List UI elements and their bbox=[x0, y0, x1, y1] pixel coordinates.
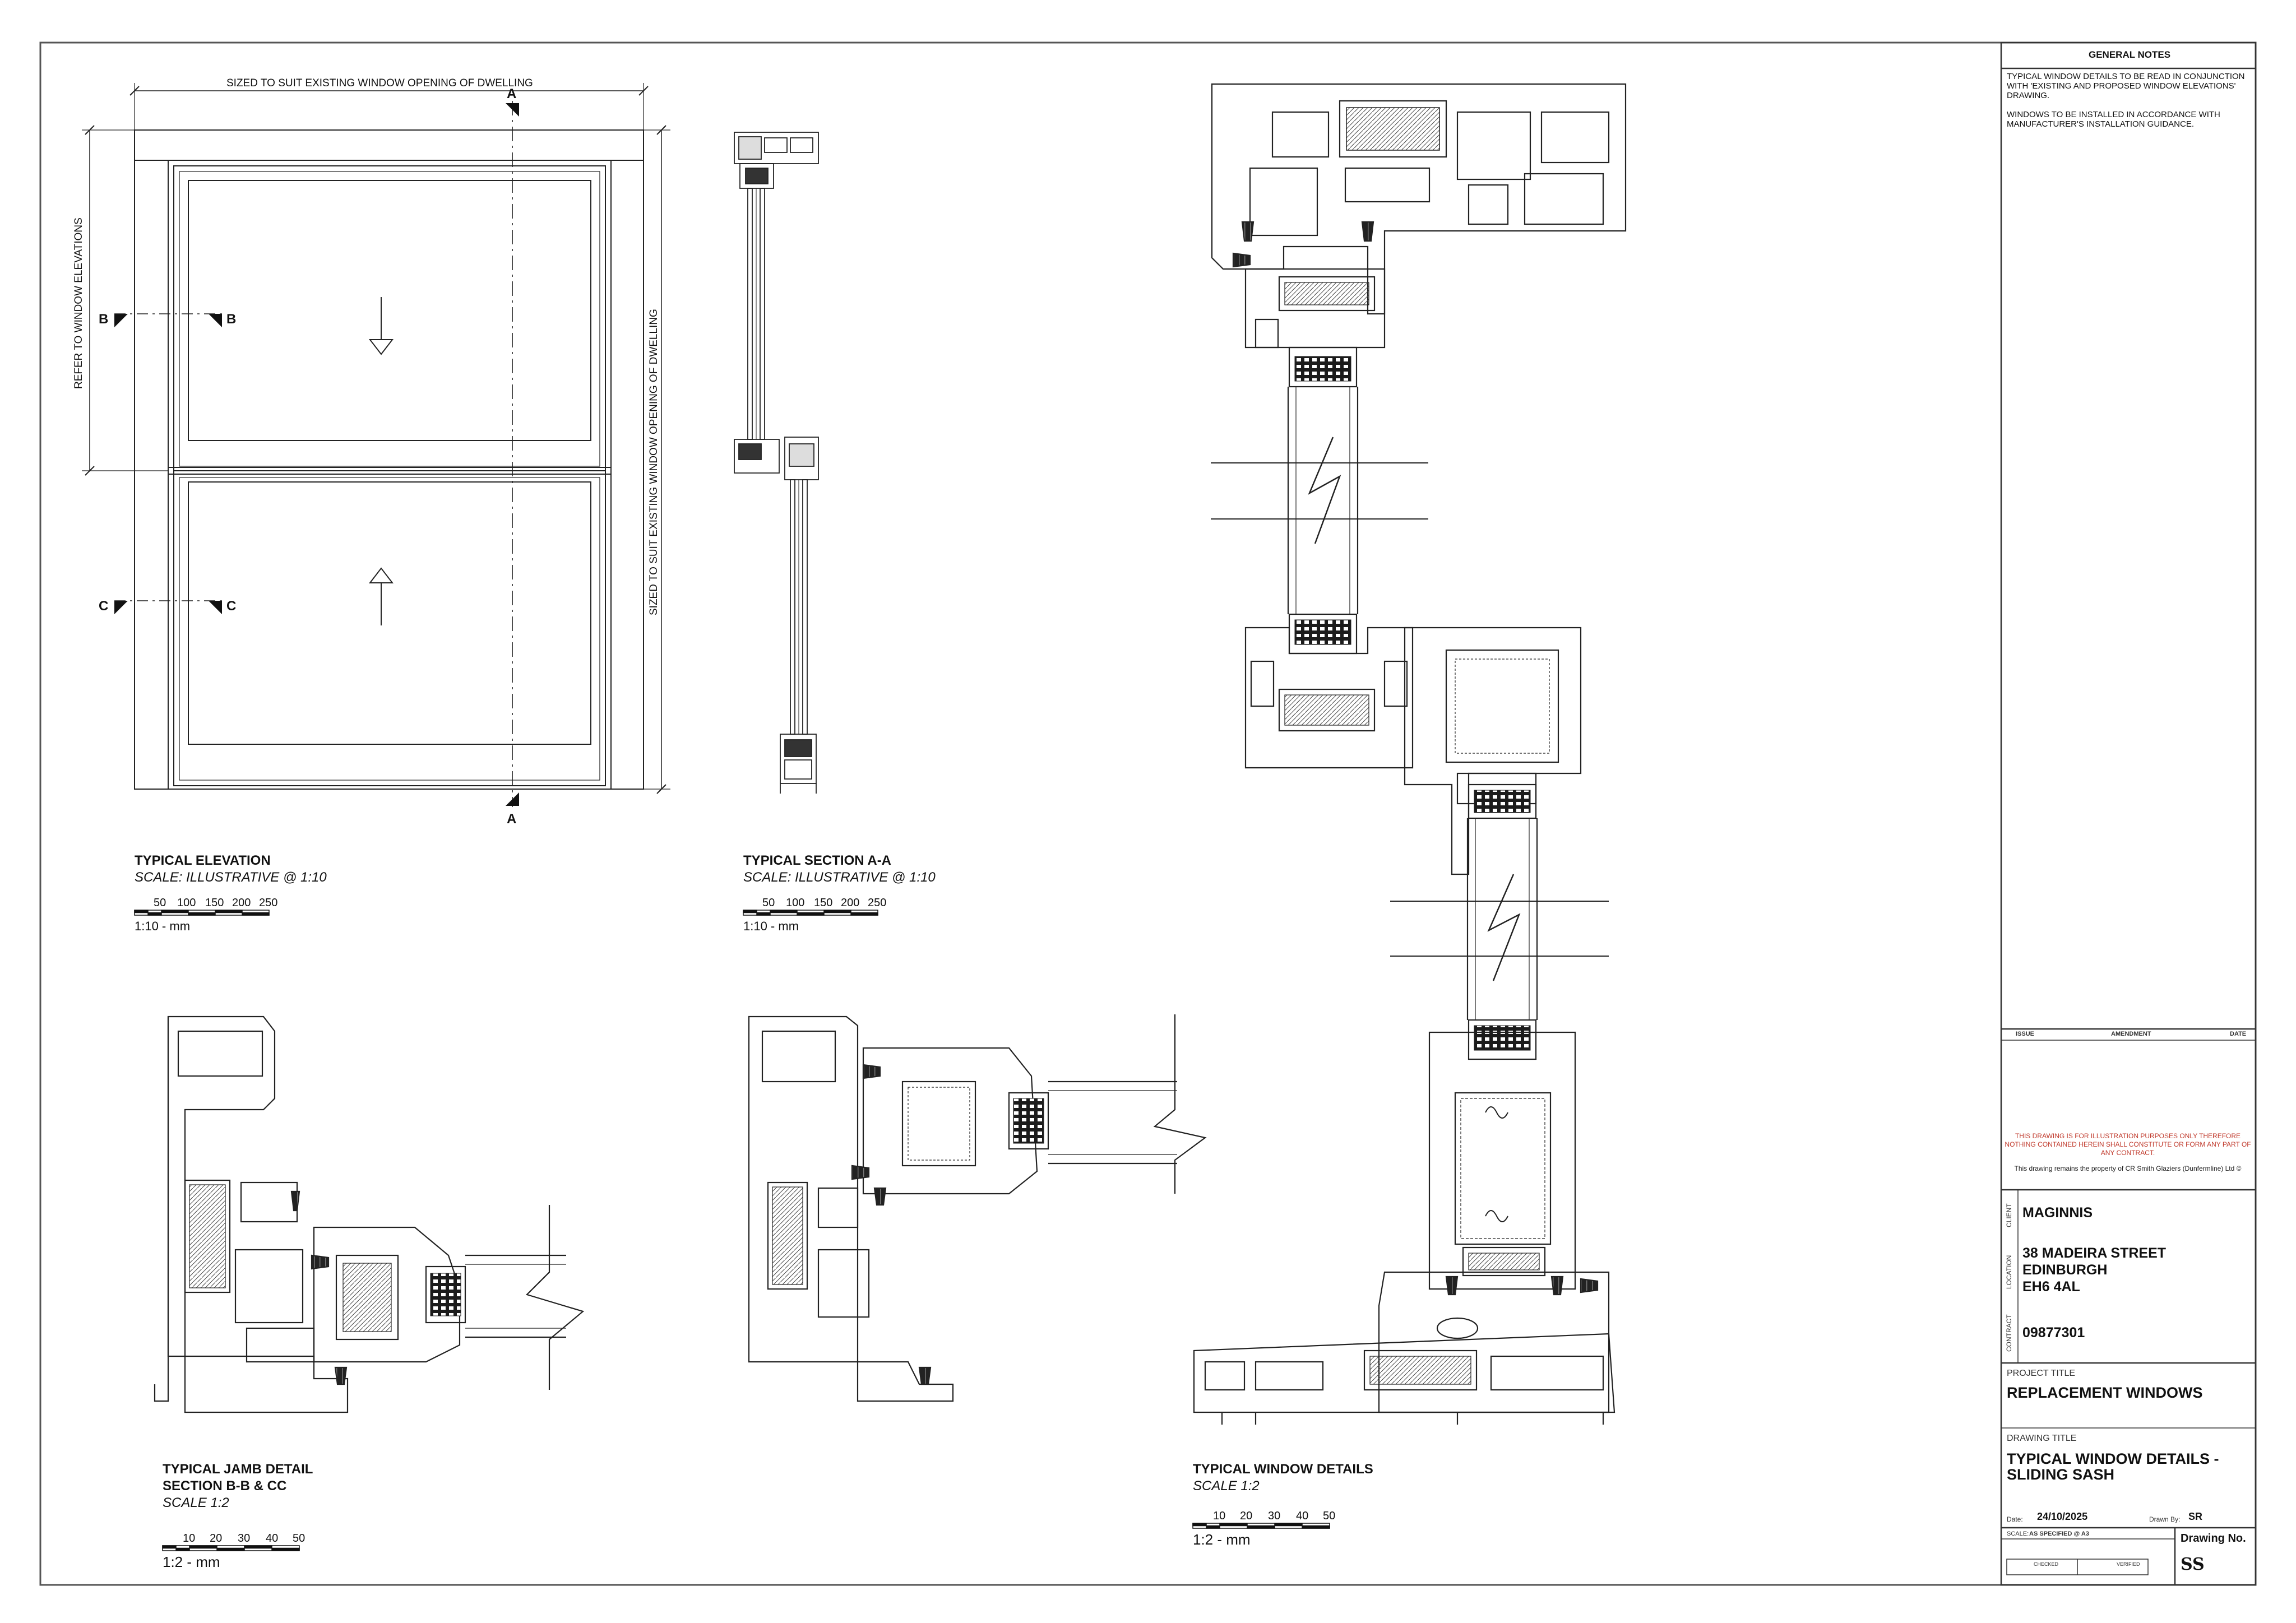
details-caption-title: TYPICAL WINDOW DETAILS bbox=[1193, 1462, 1373, 1477]
scale-unit: 1:10 - mm bbox=[743, 919, 799, 933]
typical-elevation bbox=[82, 83, 670, 807]
scale-label: 40 bbox=[266, 1532, 279, 1545]
scale-label: 50 bbox=[1323, 1510, 1336, 1522]
section-marker-c-left: C bbox=[99, 599, 109, 614]
section-marker-c-right: C bbox=[226, 599, 237, 614]
general-note-1: TYPICAL WINDOW DETAILS TO BE READ IN CON… bbox=[2007, 72, 2245, 100]
left-dimension-label: REFER TO WINDOW ELEVATIONS bbox=[73, 217, 85, 389]
details-caption-scale: SCALE 1:2 bbox=[1193, 1478, 1260, 1494]
sheet-border bbox=[39, 41, 2257, 1586]
typical-section-aa bbox=[734, 132, 819, 794]
top-dimension-label: SIZED TO SUIT EXISTING WINDOW OPENING OF… bbox=[226, 77, 533, 89]
scale-label: 50 bbox=[154, 897, 166, 909]
date-column-header: DATE bbox=[2230, 1031, 2247, 1037]
jamb-caption-title: TYPICAL JAMB DETAIL bbox=[163, 1462, 313, 1477]
issue-column-header: ISSUE bbox=[2016, 1031, 2035, 1037]
amendment-column-header: AMENDMENT bbox=[2111, 1031, 2151, 1037]
scale-unit: 1:2 - mm bbox=[163, 1554, 220, 1570]
drawing-date: 24/10/2025 bbox=[2037, 1511, 2088, 1522]
general-notes-heading: GENERAL NOTES bbox=[2089, 49, 2171, 60]
drawing-number-label: Drawing No. bbox=[2181, 1532, 2246, 1545]
scale-label: 10 bbox=[183, 1532, 196, 1545]
scale-label: 250 bbox=[259, 897, 278, 909]
title-block bbox=[2000, 41, 2257, 1586]
scale-label: 20 bbox=[210, 1532, 223, 1545]
typical-window-details bbox=[1193, 83, 1627, 1425]
client-name: MAGINNIS bbox=[2022, 1205, 2093, 1221]
disclaimer-text: THIS DRAWING IS FOR ILLUSTRATION PURPOSE… bbox=[2005, 1132, 2251, 1157]
project-title-label: PROJECT TITLE bbox=[2007, 1369, 2076, 1378]
scale-label: 50 bbox=[293, 1532, 305, 1545]
section-marker-a-top: A bbox=[507, 86, 517, 101]
project-title: REPLACEMENT WINDOWS bbox=[2007, 1384, 2203, 1401]
section-marker-a-bottom: A bbox=[507, 812, 517, 827]
scale-label: 100 bbox=[786, 897, 805, 909]
scale-label: 150 bbox=[814, 897, 833, 909]
drawing-title-line-2: SLIDING SASH bbox=[2007, 1466, 2115, 1483]
section-marker-b-left: B bbox=[99, 312, 109, 327]
scale-label: 30 bbox=[1268, 1510, 1281, 1522]
scale-unit: 1:10 - mm bbox=[135, 919, 191, 933]
verified-label: VERIFIED bbox=[2117, 1561, 2140, 1567]
scale-label: 50 bbox=[762, 897, 775, 909]
client-label: CLIENT bbox=[2005, 1203, 2013, 1227]
general-note-2: WINDOWS TO BE INSTALLED IN ACCORDANCE WI… bbox=[2007, 110, 2220, 129]
scale-label: 200 bbox=[841, 897, 860, 909]
drawn-by: SR bbox=[2188, 1511, 2203, 1522]
scale-label: 20 bbox=[1240, 1510, 1253, 1522]
drawn-by-label: Drawn By: bbox=[2149, 1515, 2181, 1523]
scale-label: 30 bbox=[238, 1532, 251, 1545]
typical-jamb-detail bbox=[154, 1015, 585, 1413]
scale-label: 200 bbox=[232, 897, 251, 909]
scale-label: SCALE: bbox=[2007, 1531, 2029, 1537]
scale-unit: 1:2 - mm bbox=[1193, 1531, 1251, 1548]
middle-jamb-detail bbox=[748, 1014, 1207, 1402]
scale-value: AS SPECIFIED @ A3 bbox=[2029, 1531, 2089, 1537]
scale-label: 150 bbox=[205, 897, 224, 909]
scale-label: 10 bbox=[1213, 1510, 1226, 1522]
scale-label: 250 bbox=[868, 897, 887, 909]
jamb-caption-scale: SCALE 1:2 bbox=[163, 1495, 229, 1510]
elevation-caption-scale: SCALE: ILLUSTRATIVE @ 1:10 bbox=[135, 870, 327, 885]
jamb-caption-subtitle: SECTION B-B & CC bbox=[163, 1478, 287, 1494]
elevation-caption-title: TYPICAL ELEVATION bbox=[135, 853, 271, 868]
location-line-3: EH6 4AL bbox=[2022, 1279, 2080, 1295]
contract-label: CONTRACT bbox=[2005, 1314, 2013, 1352]
section-marker-b-right: B bbox=[226, 312, 237, 327]
drawing-number: SS bbox=[2181, 1555, 2205, 1574]
location-label: LOCATION bbox=[2005, 1255, 2013, 1289]
drawing-title-line-1: TYPICAL WINDOW DETAILS - bbox=[2007, 1450, 2219, 1467]
drawing-title-label: DRAWING TITLE bbox=[2007, 1434, 2077, 1443]
scale-bar-elevation bbox=[134, 910, 270, 916]
checked-label: CHECKED bbox=[2034, 1561, 2059, 1567]
scale-label: 100 bbox=[177, 897, 196, 909]
section-caption-scale: SCALE: ILLUSTRATIVE @ 1:10 bbox=[743, 870, 936, 885]
scale-bar-section bbox=[743, 910, 878, 916]
location-line-1: 38 MADEIRA STREET bbox=[2022, 1245, 2167, 1261]
scale-label: 40 bbox=[1296, 1510, 1309, 1522]
date-label: Date: bbox=[2007, 1515, 2023, 1523]
location-line-2: EDINBURGH bbox=[2022, 1262, 2108, 1278]
section-caption-title: TYPICAL SECTION A-A bbox=[743, 853, 892, 868]
contract-number: 09877301 bbox=[2022, 1325, 2085, 1341]
right-dimension-label: SIZED TO SUIT EXISTING WINDOW OPENING OF… bbox=[648, 309, 660, 615]
scale-bar-details bbox=[1192, 1523, 1330, 1529]
property-note: This drawing remains the property of CR … bbox=[2014, 1165, 2242, 1172]
scale-bar-jamb bbox=[162, 1545, 300, 1551]
